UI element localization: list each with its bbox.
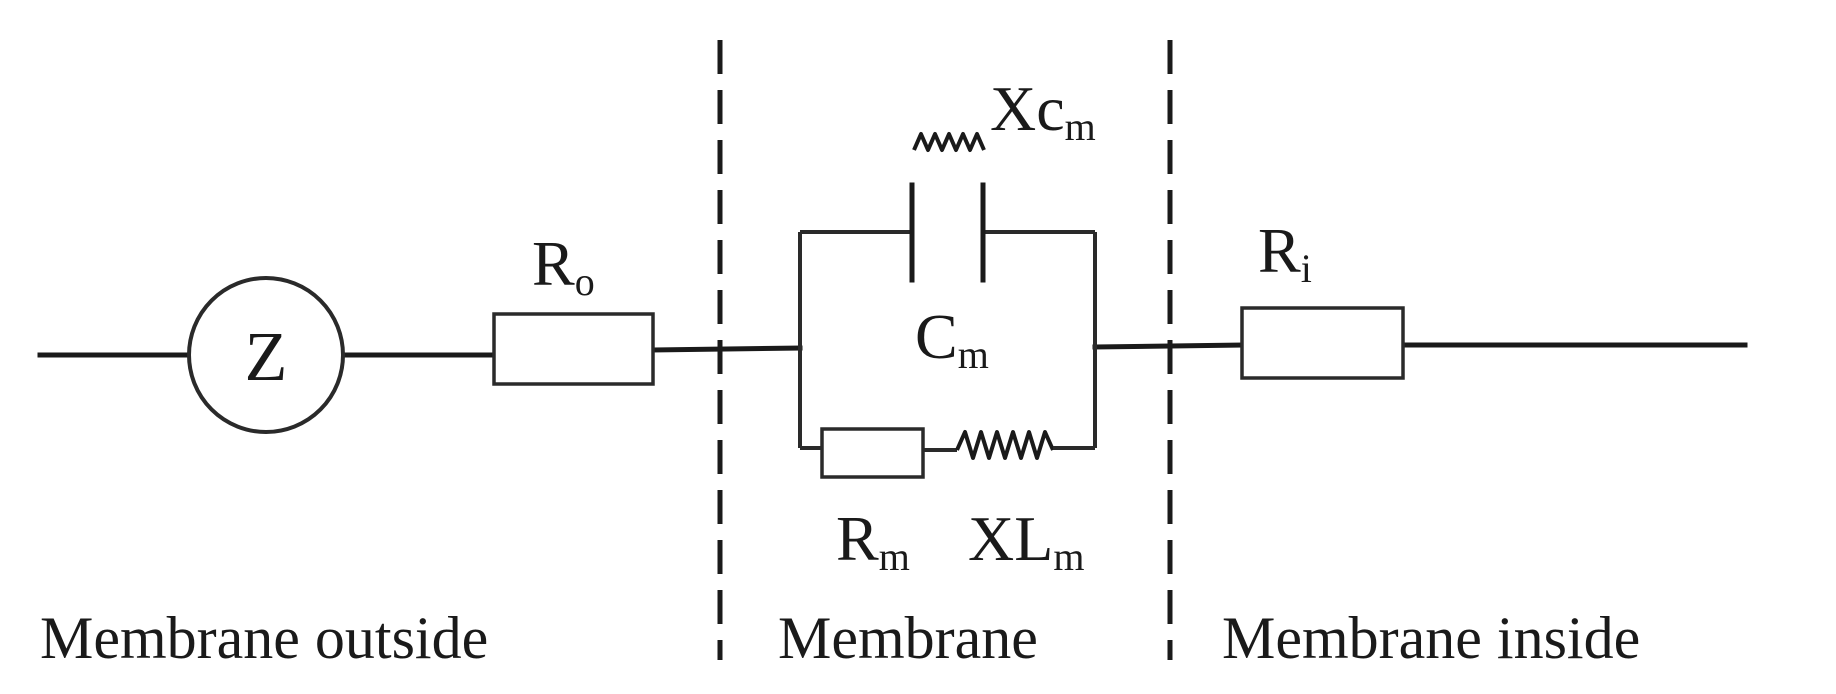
resistor-rm <box>820 427 925 479</box>
capacitive-reactance-symbol <box>912 132 986 152</box>
resistor-ri-label: Ri <box>1258 215 1312 291</box>
impedance-source-label: Z <box>245 319 288 396</box>
capacitor-label: Cm <box>915 301 989 377</box>
wire-membrane-to-ri <box>1092 342 1245 350</box>
impedance-source-circle <box>187 276 345 434</box>
resistor-ro-label: Ro <box>532 228 595 304</box>
inductor-xlm <box>955 430 1055 460</box>
inductive-reactance-label: XLm <box>968 503 1084 579</box>
region-label-outside: Membrane outside <box>40 605 488 671</box>
wire-ro-to-membrane <box>650 345 803 353</box>
resistor-rm-label: Rm <box>836 503 910 579</box>
capacitive-reactance-label: Xcm <box>990 73 1096 149</box>
region-label-inside: Membrane inside <box>1222 605 1640 671</box>
resistor-ri <box>1240 306 1405 380</box>
region-label-membrane: Membrane <box>778 605 1038 671</box>
resistor-ro <box>492 312 655 386</box>
